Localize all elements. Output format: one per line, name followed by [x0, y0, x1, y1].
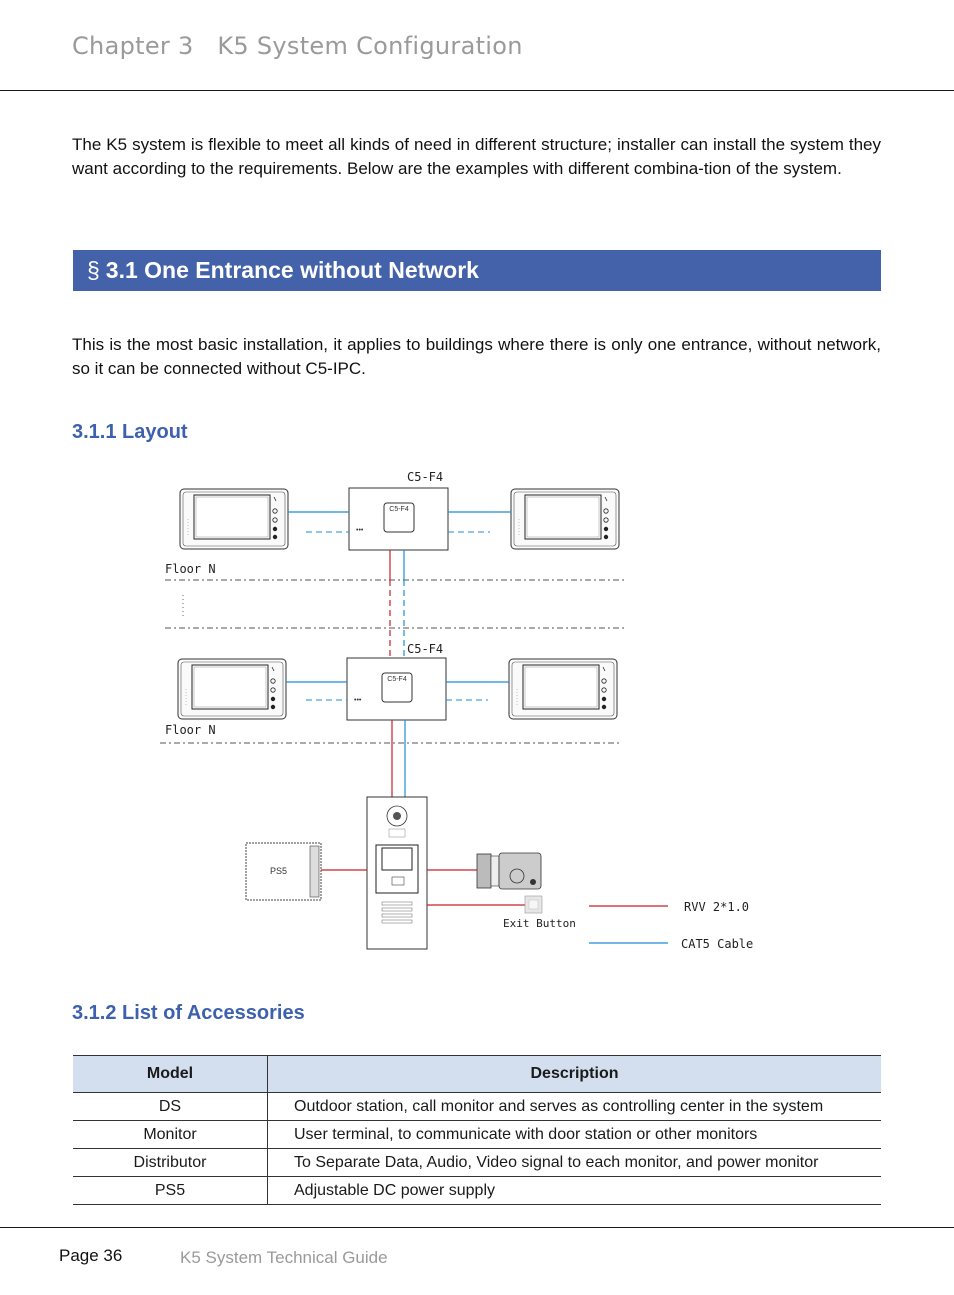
model-cell: DS — [73, 1092, 268, 1121]
table-row: PS5 Adjustable DC power supply — [73, 1176, 881, 1205]
svg-text:•••: ••• — [354, 697, 362, 704]
header-rule — [0, 90, 954, 91]
power-label: PS5 — [270, 866, 287, 876]
door-station — [366, 796, 428, 950]
section-title: 3.1 One Entrance without Network — [105, 257, 479, 283]
electric-lock — [476, 852, 542, 890]
distributor-top: C5-F4 ••• — [348, 487, 449, 551]
distributor-label-top: C5-F4 — [407, 470, 443, 484]
distributor-face-bottom: C5-F4 — [387, 676, 407, 683]
layout-heading: 3.1.1 Layout — [72, 421, 188, 443]
monitor-top-left — [179, 488, 289, 550]
svg-text:•••: ••• — [356, 527, 364, 534]
model-cell: Distributor — [73, 1148, 268, 1177]
description-cell: Adjustable DC power supply — [267, 1176, 881, 1205]
description-cell: User terminal, to communicate with door … — [267, 1120, 881, 1149]
monitor-bottom-left — [177, 658, 287, 720]
column-header-description: Description — [267, 1055, 881, 1093]
exit-button — [524, 895, 543, 914]
guide-title: K5 System Technical Guide — [180, 1248, 388, 1267]
table-row: Monitor User terminal, to communicate wi… — [73, 1120, 881, 1149]
monitor-top-right — [510, 488, 620, 550]
page-number: Page 36 — [59, 1246, 123, 1265]
column-header-model: Model — [73, 1055, 268, 1093]
distributor-label-bottom: C5-F4 — [407, 642, 443, 656]
floor-label-bottom: Floor N — [165, 723, 216, 737]
distributor-bottom: C5-F4 ••• — [346, 657, 447, 721]
description-cell: Outdoor station, call monitor and serves… — [267, 1092, 881, 1121]
model-cell: Monitor — [73, 1120, 268, 1149]
accessories-table: Model Description DS Outdoor station, ca… — [73, 1055, 881, 1205]
accessories-heading: 3.1.2 List of Accessories — [72, 1002, 305, 1024]
intro-paragraph: The K5 system is flexible to meet all ki… — [72, 135, 881, 178]
section-symbol: § — [87, 257, 100, 283]
monitor-bottom-right — [508, 658, 618, 720]
description-cell: To Separate Data, Audio, Video signal to… — [267, 1148, 881, 1177]
footer-rule — [0, 1227, 954, 1228]
power-supply: PS5 — [245, 842, 322, 901]
section-intro-paragraph: This is the most basic installation, it … — [72, 335, 881, 378]
table-header-row: Model Description — [73, 1055, 881, 1093]
section-banner: §3.1 One Entrance without Network — [73, 250, 881, 291]
legend-label-rvv: RVV 2*1.0 — [684, 900, 749, 914]
table-row: DS Outdoor station, call monitor and ser… — [73, 1092, 881, 1121]
distributor-face-top: C5-F4 — [389, 506, 409, 513]
model-cell: PS5 — [73, 1176, 268, 1205]
floor-label-top: Floor N — [165, 562, 216, 576]
wiring-diagram: C5-F4 ••• C5-F4 Floor N C5-F4 ••• C5-F4 … — [160, 470, 753, 951]
exit-button-label: Exit Button — [503, 917, 576, 930]
chapter-title: Chapter 3 K5 System Configuration — [72, 32, 523, 60]
table-row: Distributor To Separate Data, Audio, Vid… — [73, 1148, 881, 1177]
legend-label-cat5: CAT5 Cable — [681, 937, 753, 951]
